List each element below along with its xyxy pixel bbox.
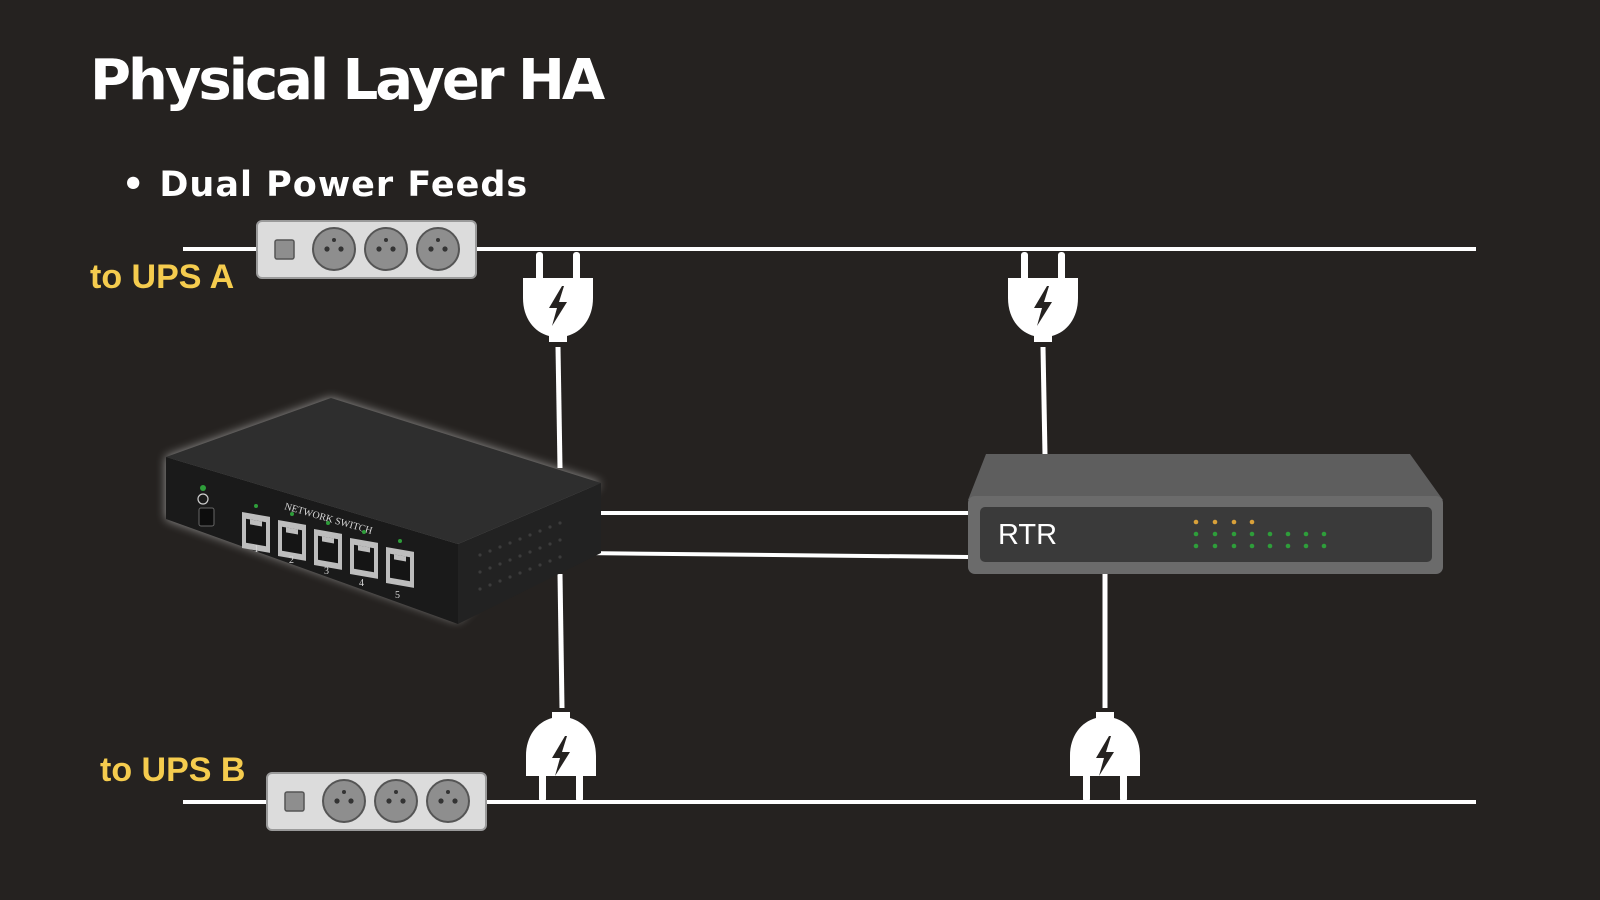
switch-port-label-2: 2 <box>289 555 294 566</box>
power-strip-a-icon <box>256 220 477 279</box>
data-link-2 <box>579 551 969 559</box>
bullet-item: • Dual Power Feeds <box>122 165 528 205</box>
switch-plug-b-icon <box>526 712 596 802</box>
switch-cord-b <box>557 573 565 709</box>
router-icon: RTR <box>968 454 1443 574</box>
switch-port-label-1: 1 <box>254 544 259 555</box>
switch-cord-a <box>555 346 563 469</box>
ups-b-label: to UPS B <box>100 751 246 789</box>
bullet-marker: • <box>122 165 146 205</box>
router-plug-a-icon <box>1008 252 1078 342</box>
bullet-text: Dual Power Feeds <box>159 165 529 205</box>
slide-title: Physical Layer HA <box>90 48 605 113</box>
router-label: RTR <box>998 519 1057 551</box>
switch-port-label-4: 4 <box>359 578 364 589</box>
router-cord-a <box>1040 346 1048 456</box>
router-plug-b-icon <box>1070 712 1140 802</box>
power-strip-b-icon <box>266 772 487 831</box>
router-status-leds <box>1193 519 1327 549</box>
switch-port-label-5: 5 <box>395 590 400 601</box>
switch-ports <box>242 504 414 588</box>
network-switch-icon: NETWORK SWITCH 1 2 3 4 5 <box>166 398 601 624</box>
switch-plug-a-icon <box>523 252 593 342</box>
switch-port-label-3: 3 <box>324 566 329 577</box>
switch-power-icon <box>197 485 215 527</box>
ups-a-label: to UPS A <box>90 258 235 296</box>
